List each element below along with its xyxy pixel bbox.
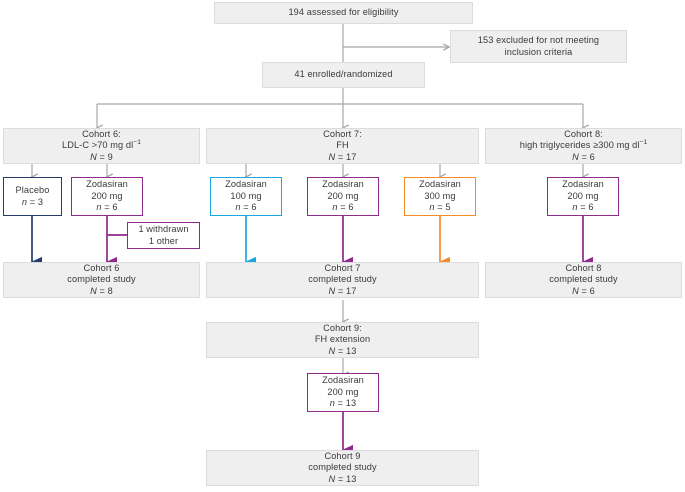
node-c6-placebo: Placebo n = 3 <box>3 177 62 216</box>
c7-completed-n: N = 17 <box>328 285 357 296</box>
cohort-8-line-3: N = 6 <box>572 151 595 162</box>
c8-completed-line-2: completed study <box>549 274 618 285</box>
c9-zoda200-dose: 200 mg <box>327 386 359 397</box>
c6-zoda200-n: n = 6 <box>96 202 118 213</box>
c7-zoda100-dose: 100 mg <box>230 190 262 201</box>
cohort-6-line-2: LDL-C >70 mg dl−1 <box>62 139 141 151</box>
c6-zoda200-drug: Zodasiran <box>86 179 128 190</box>
node-c7-zodasiran-100: Zodasiran 100 mg n = 6 <box>210 177 282 216</box>
node-c7-completed: Cohort 7 completed study N = 17 <box>206 262 479 298</box>
excluded-line-2: inclusion criteria <box>504 46 573 57</box>
node-cohort-9: Cohort 9: FH extension N = 13 <box>206 322 479 358</box>
excluded-line-1: 153 excluded for not meeting <box>477 35 600 46</box>
c9-completed-n: N = 13 <box>328 473 357 484</box>
cohort-9-n: N = 13 <box>328 345 357 356</box>
c7-zoda200-dose: 200 mg <box>327 190 359 201</box>
c7-completed-line-2: completed study <box>308 274 377 285</box>
cohort-9-line-1: Cohort 9: <box>323 322 362 333</box>
c7-zoda100-drug: Zodasiran <box>225 179 267 190</box>
c9-zoda200-drug: Zodasiran <box>322 375 364 386</box>
c6-withdrawn-line-2: 1 other <box>148 235 179 246</box>
node-c6-withdrawn: 1 withdrawn 1 other <box>127 222 200 249</box>
cohort-7-line-3: N = 17 <box>328 151 357 162</box>
node-c6-completed: Cohort 6 completed study N = 8 <box>3 262 200 298</box>
c7-zoda300-drug: Zodasiran <box>419 179 461 190</box>
node-cohort-8: Cohort 8: high triglycerides ≥300 mg dl−… <box>485 128 682 164</box>
assessed-text: 194 assessed for eligibility <box>288 7 399 18</box>
c8-completed-line-1: Cohort 8 <box>565 262 602 273</box>
node-cohort-7: Cohort 7: FH N = 17 <box>206 128 479 164</box>
cohort-9-line-2: FH extension <box>314 334 371 345</box>
cohort-6-line-1: Cohort 6: <box>82 128 121 139</box>
c7-zoda300-dose: 300 mg <box>424 190 456 201</box>
cohort-8-line-2: high triglycerides ≥300 mg dl−1 <box>519 139 648 151</box>
node-c7-zodasiran-200: Zodasiran 200 mg n = 6 <box>307 177 379 216</box>
cohort-7-line-1: Cohort 7: <box>323 128 362 139</box>
node-excluded: 153 excluded for not meeting inclusion c… <box>450 30 627 63</box>
node-c8-zodasiran-200: Zodasiran 200 mg n = 6 <box>547 177 619 216</box>
c7-completed-line-1: Cohort 7 <box>324 262 361 273</box>
c7-zoda200-n: n = 6 <box>332 202 354 213</box>
c6-zoda200-dose: 200 mg <box>91 190 123 201</box>
node-c9-completed: Cohort 9 completed study N = 13 <box>206 450 479 486</box>
node-c9-zodasiran-200: Zodasiran 200 mg n = 13 <box>307 373 379 412</box>
c8-completed-n: N = 6 <box>572 285 595 296</box>
c6-placebo-drug: Placebo <box>15 185 50 196</box>
c6-completed-n: N = 8 <box>90 285 113 296</box>
c6-completed-line-1: Cohort 6 <box>83 262 120 273</box>
node-c6-zodasiran-200: Zodasiran 200 mg n = 6 <box>71 177 143 216</box>
cohort-8-line-1: Cohort 8: <box>564 128 603 139</box>
cohort-6-line-3: N = 9 <box>90 151 113 162</box>
c9-completed-line-1: Cohort 9 <box>324 450 361 461</box>
enrolled-text: 41 enrolled/randomized <box>294 69 393 80</box>
c7-zoda200-drug: Zodasiran <box>322 179 364 190</box>
c8-zoda200-drug: Zodasiran <box>562 179 604 190</box>
c7-zoda100-n: n = 6 <box>235 202 257 213</box>
c9-zoda200-n: n = 13 <box>329 398 357 409</box>
c6-withdrawn-line-1: 1 withdrawn <box>138 224 189 235</box>
c8-zoda200-n: n = 6 <box>572 202 594 213</box>
node-assessed: 194 assessed for eligibility <box>214 2 473 24</box>
c8-zoda200-dose: 200 mg <box>567 190 599 201</box>
node-enrolled: 41 enrolled/randomized <box>262 62 425 88</box>
node-c7-zodasiran-300: Zodasiran 300 mg n = 5 <box>404 177 476 216</box>
node-c8-completed: Cohort 8 completed study N = 6 <box>485 262 682 298</box>
node-cohort-6: Cohort 6: LDL-C >70 mg dl−1 N = 9 <box>3 128 200 164</box>
c6-placebo-n: n = 3 <box>21 196 44 207</box>
c9-completed-line-2: completed study <box>308 462 377 473</box>
c6-completed-line-2: completed study <box>67 274 136 285</box>
c7-zoda300-n: n = 5 <box>429 202 451 213</box>
cohort-7-line-2: FH <box>336 140 349 151</box>
